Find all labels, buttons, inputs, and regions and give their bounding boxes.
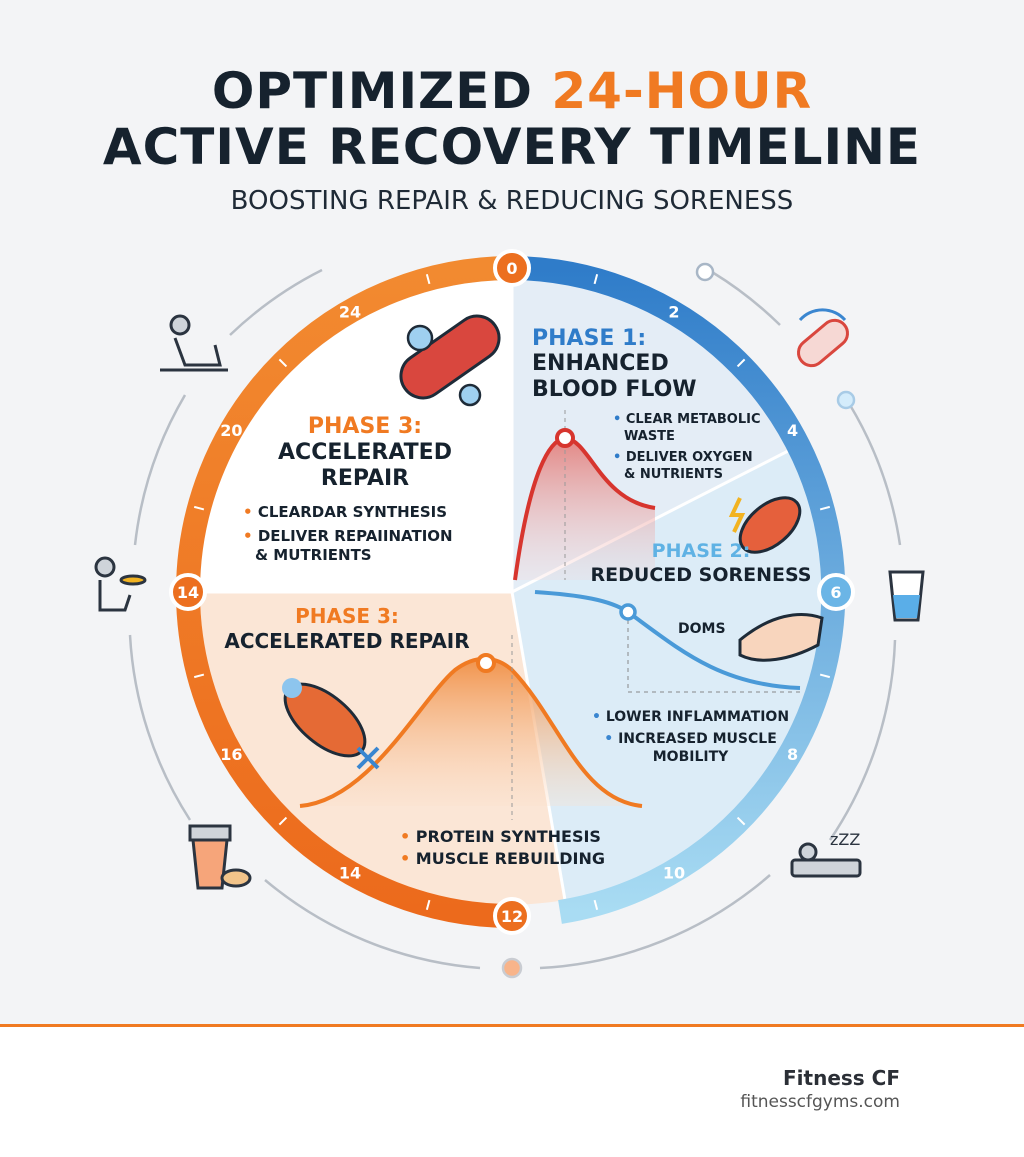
bullet: CLEAR METABOLIC [625,412,761,427]
phase2-label: PHASE 2: [651,540,751,562]
phase3-top-title-2: REPAIR [320,466,410,491]
title-line-2: ACTIVE RECOVERY TIMELINE [102,118,922,176]
phase2-curve [534,590,801,690]
phase2-bullets: • LOWER INFLAMMATION • INCREASED MUSCLE … [592,709,790,765]
bullet: MUSCLE REBUILDING [415,849,606,868]
hour-label: 6 [830,583,841,602]
sleeping-person-icon: zZZ [790,830,862,878]
phase3-bottom-bullets: • PROTEIN SYNTHESIS • MUSCLE REBUILDING [400,827,606,868]
phase3-top-bullets: • CLEARDAR SYNTHESIS • DELIVER REPAIINAT… [243,503,453,564]
phase2-title: REDUCED SORENESS [590,564,812,586]
timeline-ring-blue [511,256,846,924]
hour-label: 12 [501,907,523,926]
muscle-repair-icon [282,678,380,770]
hour-label: 0 [506,259,517,278]
phase1-title: ENHANCED [532,351,669,376]
tick-mark [819,673,831,679]
phase1-curve-fill [515,438,655,580]
marker-dot [836,390,856,410]
bullet: CLEARDAR SYNTHESIS [257,503,448,521]
hour-label: 24 [339,302,361,321]
tick-mark [593,899,599,911]
title-text: OPTIMIZED [211,62,552,120]
hour-marker [493,249,531,287]
title-line-1: OPTIMIZED 24-HOUR [0,62,1024,120]
bullet: INCREASED MUSCLE [618,731,777,747]
hour-label: 14 [339,864,361,883]
tick-mark [736,358,746,368]
hour-label: 4 [787,421,798,440]
phase2-marker [619,603,637,621]
phase3-top-label: PHASE 3: [307,414,423,439]
phase1-title-2: BLOOD FLOW [532,377,697,402]
protein-shake-icon [188,824,252,890]
phase1-text: PHASE 1: ENHANCED BLOOD FLOW [532,326,697,403]
svg-text:zZZ: zZZ [830,830,860,849]
phase1-label: PHASE 1: [532,326,647,351]
cycle-arrows [128,268,902,970]
doms-label: DOMS [678,621,726,637]
hour-label: 16 [220,745,242,764]
blood-vessel-icon [399,314,501,407]
brand-name: Fitness CF [783,1066,900,1090]
tick-mark [593,273,599,285]
marker-dot [695,262,715,282]
water-glass-icon [888,570,925,622]
bullet: & NUTRIENTS [624,467,724,482]
tick-mark [736,816,746,826]
hour-label: 8 [787,745,798,764]
bullet: MOBILITY [652,749,729,765]
tick-mark [193,505,205,511]
phase1-peak-marker [555,428,575,448]
phase3-bottom-text: PHASE 3: ACCELERATED REPAIR [212,604,482,654]
bullet: & MUTRIENTS [255,546,372,564]
hour-marker [493,897,531,935]
bullet: DELIVER REPAIINATION [257,527,453,545]
phase3-peak-marker [476,653,496,673]
hour-label: 2 [668,302,679,321]
tick-mark [425,273,431,285]
tick-mark [278,358,288,368]
bullet: WASTE [624,429,675,444]
muscle-icon [728,496,802,554]
tick-mark [193,673,205,679]
bullet: PROTEIN SYNTHESIS [415,827,601,846]
tick-mark [278,816,288,826]
phase3-bottom-label: PHASE 3: [295,604,399,628]
hour-marker [817,573,855,611]
eating-person-icon [94,556,147,612]
hour-label: 20 [220,421,242,440]
hour-label: 10 [663,864,685,883]
hour-label: 14 [177,583,199,602]
tick-mark [425,899,431,911]
bullet: DELIVER OXYGEN [625,450,753,465]
resting-person-icon [160,314,228,372]
brand-url[interactable]: fitnesscfgyms.com [740,1092,900,1112]
subtitle: BOOSTING REPAIR & REDUCING SORENESS [230,186,794,216]
phase1-bullets: • CLEAR METABOLIC WASTE • DELIVER OXYGEN… [613,412,761,482]
tick-mark [819,505,831,511]
phase3-top-text: PHASE 3: ACCELERATED REPAIR [245,414,485,492]
hand-icon [738,613,824,662]
bullet: LOWER INFLAMMATION [605,709,790,725]
phase3-curve-fill [300,658,642,806]
phase3-top-title: ACCELERATED [278,440,452,465]
footer [0,1024,1024,1157]
blood-vessel-small-icon [797,308,849,368]
phase3-bottom-title: ACCELERATED REPAIR [224,629,470,653]
marker-dot [501,957,523,979]
hour-marker [169,573,207,611]
title-accent: 24-HOUR [551,62,813,120]
phase2-text: PHASE 2: REDUCED SORENESS [576,540,826,586]
